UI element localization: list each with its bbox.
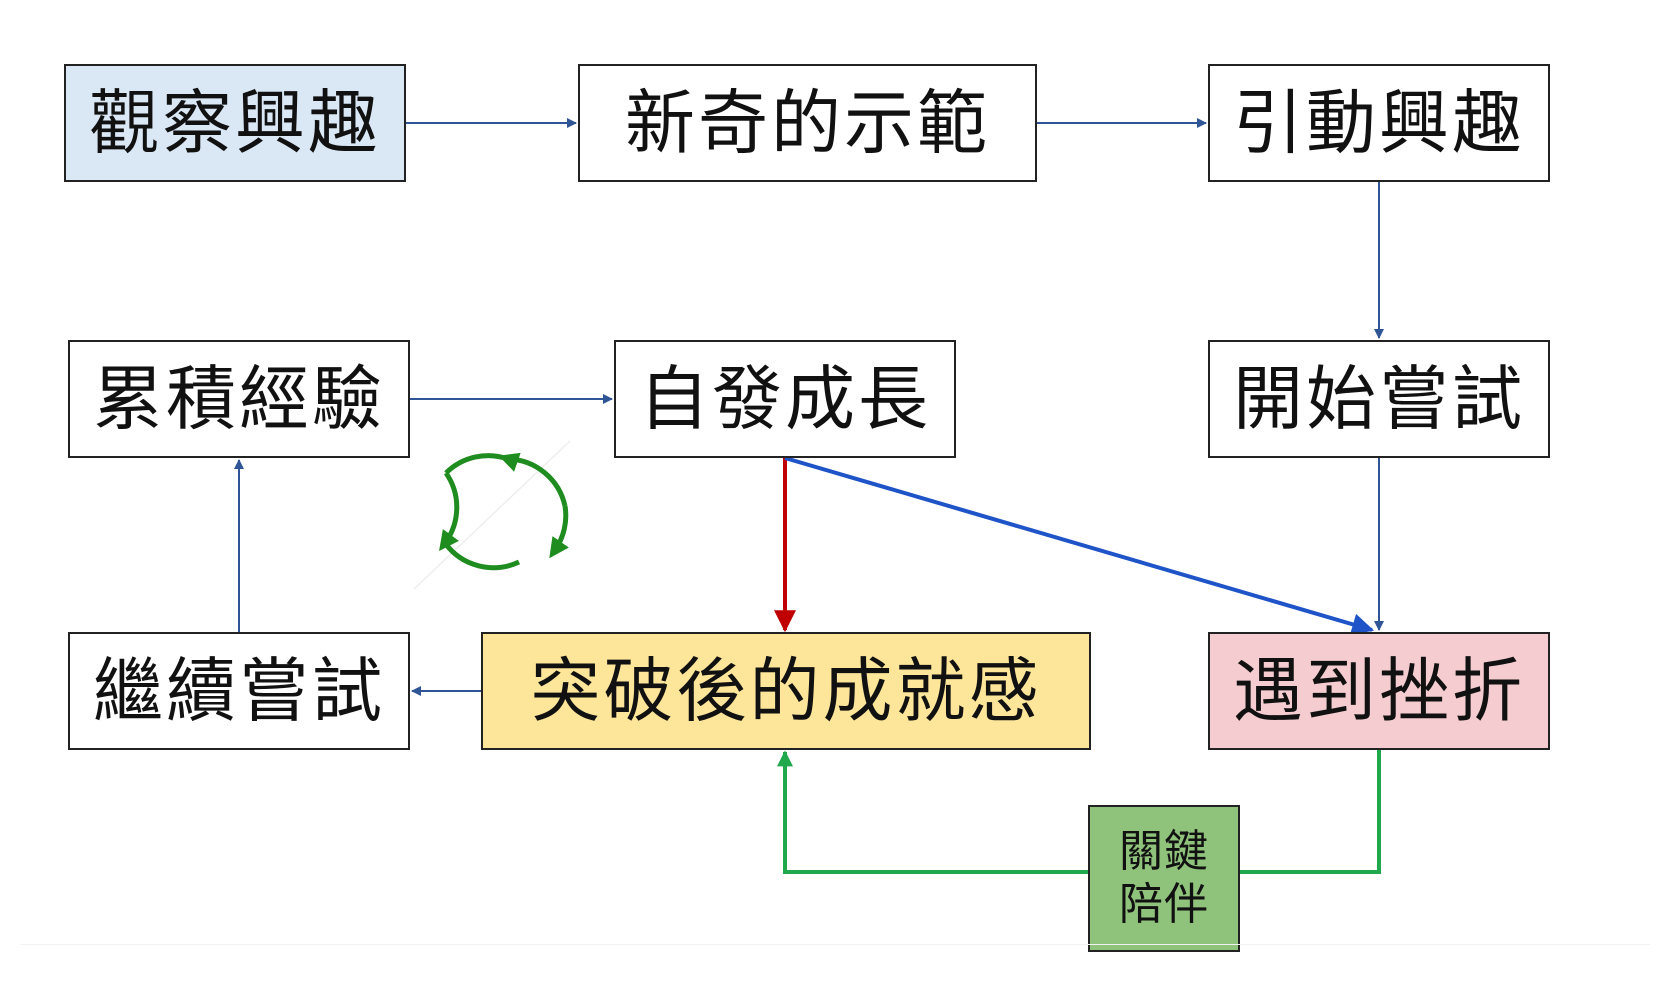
cycle-arrows-icon xyxy=(413,440,571,590)
node-key-companionship: 關鍵 陪伴 xyxy=(1088,805,1240,952)
node-observe-interest: 觀察興趣 xyxy=(64,64,406,182)
node-self-growth: 自發成長 xyxy=(614,340,956,458)
node-achievement: 突破後的成就感 xyxy=(481,632,1091,750)
arrow-setback-to-achievement xyxy=(777,750,1381,874)
node-accumulate-experience: 累積經驗 xyxy=(68,340,410,458)
node-continue-trying: 繼續嘗試 xyxy=(68,632,410,750)
key-label-line1: 關鍵 xyxy=(1119,825,1209,877)
node-setback: 遇到挫折 xyxy=(1208,632,1550,750)
key-label-line2: 陪伴 xyxy=(1119,878,1209,930)
node-spark-interest: 引動興趣 xyxy=(1208,64,1550,182)
node-start-trying: 開始嘗試 xyxy=(1208,340,1550,458)
node-novel-demonstration: 新奇的示範 xyxy=(578,64,1037,182)
bottom-divider xyxy=(20,944,1650,945)
arrow-growth-to-setback xyxy=(784,456,1375,635)
